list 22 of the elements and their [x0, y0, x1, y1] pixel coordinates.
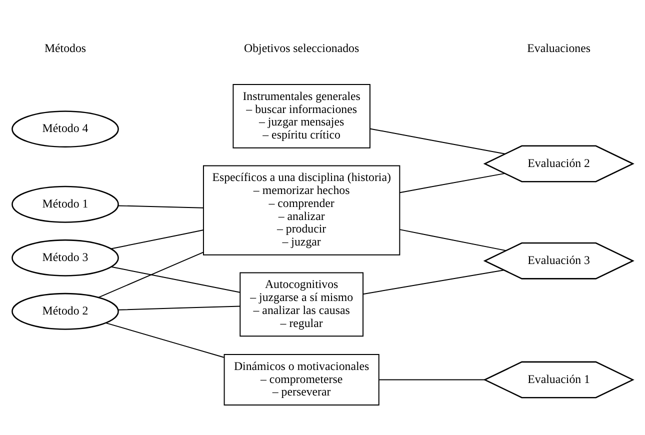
connector [110, 266, 241, 292]
node-box: Autocognitivos – juzgarse a sí mismo – analizar las causas – regular [240, 272, 364, 336]
connector [110, 229, 204, 249]
connector [369, 128, 506, 154]
node-ellipse: Método 2 [12, 292, 119, 330]
node-ellipse: Método 1 [12, 185, 119, 222]
node-ellipse: Método 3 [12, 238, 119, 276]
node-box: Dinámicos o motivacionales – comprometerse – perseverar [224, 354, 380, 406]
connector [98, 251, 204, 298]
label: Evaluaciones [527, 40, 590, 54]
connector [105, 322, 224, 358]
node-ellipse: Método 4 [12, 110, 119, 148]
connector [378, 378, 486, 380]
label: Objetivos seleccionados [244, 40, 360, 54]
connector [399, 228, 506, 251]
connector [362, 269, 504, 294]
node-box: Instrumentales generales – buscar informaciones – juzgar mensajes – espíritu crítico [232, 83, 370, 148]
label: Métodos [44, 40, 86, 54]
connector [118, 305, 241, 310]
connector [118, 204, 204, 208]
connector [399, 172, 506, 193]
node-box: Específicos a una disciplina (historia) – memorizar hechos – comprender – analizar – producir – juzgar [202, 164, 400, 255]
